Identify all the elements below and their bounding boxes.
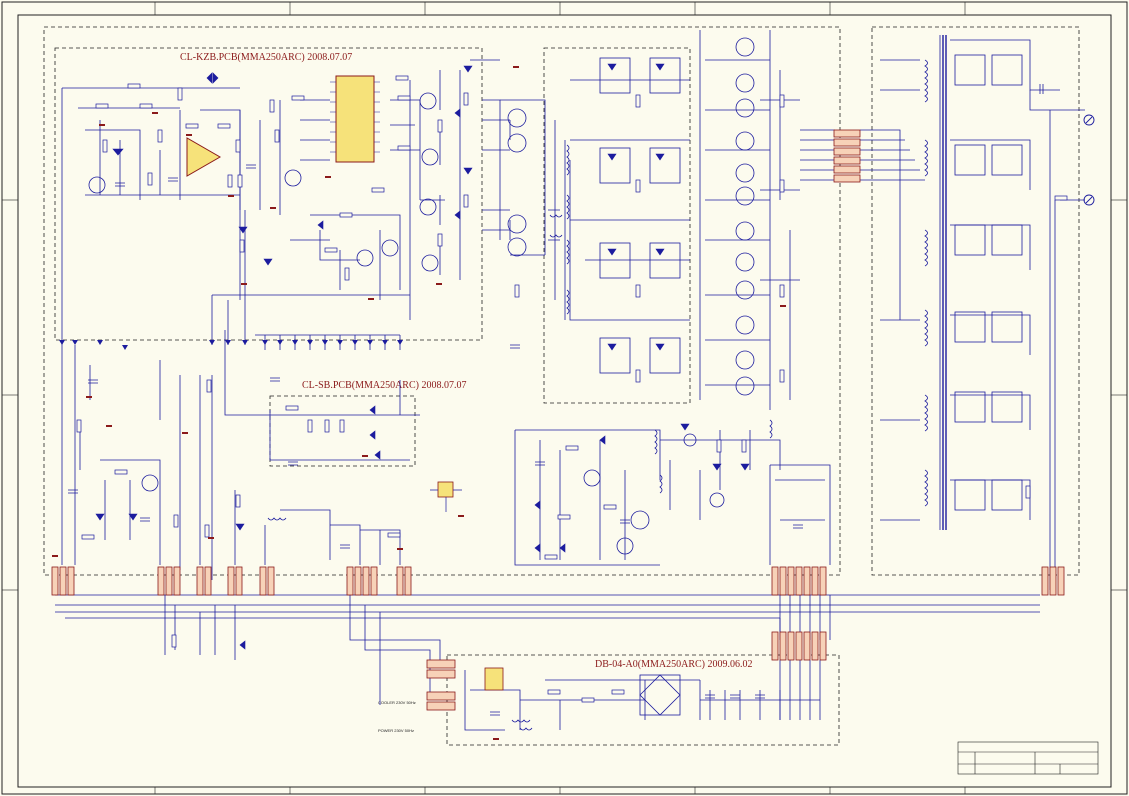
relay — [484, 667, 504, 691]
resistors — [76, 75, 1068, 703]
transformers — [267, 35, 947, 731]
diodes — [95, 63, 750, 650]
wiring — [55, 30, 1085, 731]
title-block — [957, 741, 1099, 775]
driver-board-outline — [543, 47, 691, 404]
diode-blocks — [599, 54, 1023, 716]
capacitors — [68, 84, 1044, 716]
board-outlines — [43, 26, 1080, 746]
ground-symbols — [52, 66, 786, 740]
board-labels: CL-KZB.PCB(MMA250ARC) 2008.07.07 CL-SB.P… — [180, 52, 753, 733]
kzb-board-outline — [54, 47, 483, 341]
test-points — [59, 340, 403, 350]
output-terminals — [1083, 114, 1095, 206]
power-note: POWER 230V 50Hz — [378, 728, 414, 733]
sb-board-label: CL-SB.PCB(MMA250ARC) 2008.07.07 — [302, 380, 466, 391]
op-amp — [186, 137, 222, 177]
small-module — [430, 481, 462, 512]
connectors — [51, 129, 1065, 711]
transistors — [88, 37, 755, 555]
db-board-label: DB-04-A0(MMA250ARC) 2009.06.02 — [595, 659, 753, 670]
output-board-outline — [871, 26, 1080, 576]
cooler-note: COOLER 230V 50Hz — [378, 700, 416, 705]
kzb-board-label: CL-KZB.PCB(MMA250ARC) 2008.07.07 — [180, 52, 352, 63]
pwm-controller-ic — [330, 75, 380, 163]
